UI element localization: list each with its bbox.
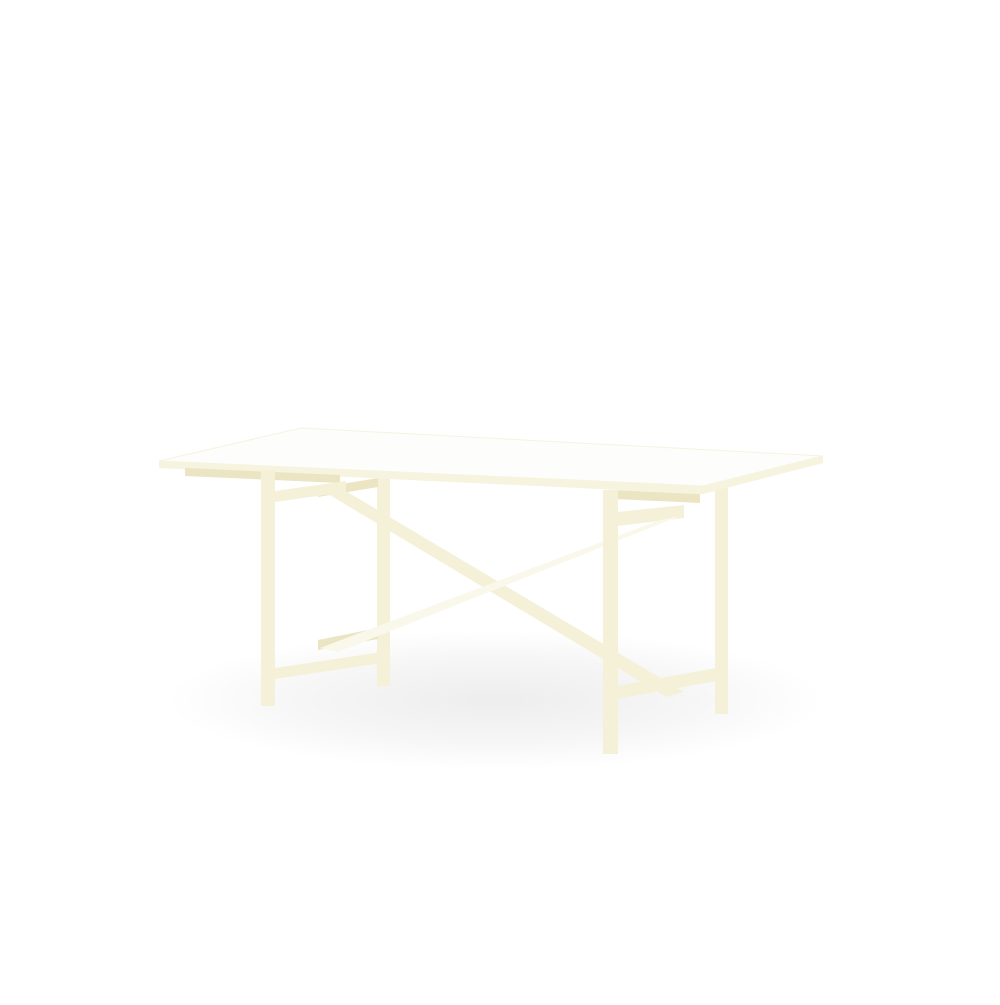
table-leg-front-right bbox=[603, 490, 618, 754]
tabletop-apron-right bbox=[613, 490, 700, 503]
table-leg-back-right bbox=[715, 478, 728, 714]
rail-front-left-lower bbox=[275, 652, 382, 679]
rail-right-upper bbox=[617, 505, 684, 526]
tabletop-surface bbox=[158, 427, 824, 487]
rail-front-left-upper bbox=[275, 481, 346, 502]
cross-brace-a bbox=[318, 484, 684, 697]
table-leg-front-left-outer bbox=[261, 470, 275, 706]
cross-brace-b bbox=[320, 516, 680, 652]
tabletop-edge bbox=[159, 456, 823, 494]
